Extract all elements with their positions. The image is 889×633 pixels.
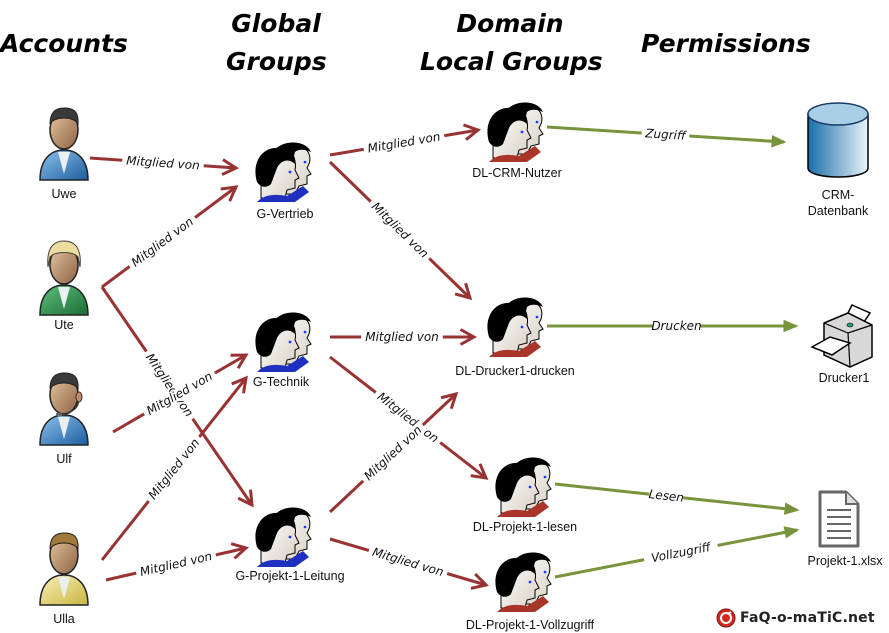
edge-label: Vollzugriff	[650, 540, 713, 565]
edge-label: Mitglied von	[146, 436, 203, 502]
edge-dl-crm-to-crm: Zugriff	[546, 125, 787, 148]
heading-permissions: Permissions	[641, 29, 811, 58]
edge-label: Mitglied von	[139, 549, 214, 579]
database-icon[interactable]	[807, 102, 869, 178]
edge-label: Mitglied von	[371, 545, 446, 579]
printer-icon[interactable]	[810, 304, 873, 368]
edge-label: Lesen	[648, 487, 685, 505]
edge-label: Mitglied von	[129, 214, 196, 269]
edge-label: Mitglied von	[361, 423, 424, 483]
faq-o-matic-logo-icon	[716, 608, 736, 628]
group-label-g-projekt: G-Projekt-1-Leitung	[235, 569, 345, 583]
heading-global-groups-line1: Global	[231, 9, 321, 38]
account-label-uwe: Uwe	[51, 187, 77, 201]
edge-label-background	[359, 420, 427, 486]
group-icon-dl-lesen[interactable]	[495, 457, 552, 517]
edge-label: Mitglied von	[365, 330, 439, 344]
heading-domain-local-groups-line2: Local Groups	[420, 47, 603, 76]
group-icon-g-technik[interactable]	[255, 312, 312, 372]
heading-domain-local-groups: Domain Local Groups	[420, 5, 603, 81]
edge-label-background	[121, 154, 205, 172]
edge-label-background	[367, 544, 449, 580]
edge-label-background	[362, 129, 446, 156]
edge-label-background	[372, 387, 444, 448]
account-label-ulf: Ulf	[56, 452, 72, 466]
resource-label-crm-line2: Datenbank	[807, 204, 869, 218]
edge-label: Mitglied von	[126, 154, 200, 173]
edge-label: Mitglied von	[367, 129, 442, 155]
edge-label-background	[134, 549, 218, 579]
group-label-g-vertrieb: G-Vertrieb	[256, 207, 314, 221]
heading-accounts: Accounts	[0, 29, 128, 58]
edge-uwe-to-g-vertrieb: Mitglied von	[89, 154, 236, 173]
edge-ute-to-g-vertrieb: Mitglied von	[101, 187, 236, 289]
group-label-dl-lesen: DL-Projekt-1-lesen	[472, 520, 578, 534]
edge-label-background	[366, 197, 434, 263]
edge-label-background	[126, 212, 199, 272]
edge-label: Mitglied von	[369, 199, 431, 260]
edge-label-background	[642, 539, 719, 566]
edge-ulf-to-g-technik: Mitglied von	[112, 355, 246, 434]
group-label-dl-voll: DL-Projekt-1-Vollzugriff	[465, 618, 595, 632]
edge-label-background	[361, 331, 443, 343]
user-male-blue-icon[interactable]	[39, 107, 89, 181]
edge-label-background	[141, 348, 198, 423]
resource-label-crm-line1: CRM-	[821, 188, 855, 202]
user-headset-blue-icon[interactable]	[39, 372, 89, 446]
group-label-dl-crm: DL-CRM-Nutzer	[472, 166, 562, 180]
edge-label-background	[143, 433, 205, 505]
document-icon[interactable]	[818, 490, 860, 548]
group-label-dl-drucker: DL-Drucker1-drucken	[455, 364, 575, 378]
account-label-ute: Ute	[54, 318, 74, 332]
resource-label-projekt: Projekt-1.xlsx	[807, 554, 883, 568]
user-yellow-icon[interactable]	[39, 532, 89, 606]
edge-g-technik-to-dl-drucker: Mitglied von	[330, 330, 474, 344]
faq-o-matic-logo[interactable]: FaQ-o-maTiC.net	[716, 608, 875, 628]
resource-label-drucker: Drucker1	[818, 371, 870, 385]
group-icon-g-vertrieb[interactable]	[255, 142, 312, 202]
edge-dl-drucker-to-drucker: Drucken	[547, 319, 799, 333]
edge-label-background	[648, 488, 684, 504]
user-female-green-icon[interactable]	[39, 240, 89, 316]
edge-label: Zugriff	[644, 126, 688, 143]
edge-label-background	[141, 367, 218, 420]
group-icon-dl-drucker[interactable]	[487, 297, 544, 357]
heading-global-groups: Global Groups	[226, 5, 327, 81]
edge-ulla-to-g-technik: Mitglied von	[100, 378, 246, 561]
edge-ulla-to-g-projekt: Mitglied von	[105, 548, 246, 582]
edge-label-background	[652, 320, 701, 332]
nodes-layer	[39, 102, 873, 612]
heading-domain-local-groups-line1: Domain	[456, 9, 564, 38]
edge-g-vertrieb-to-dl-crm: Mitglied von	[329, 129, 478, 157]
edge-g-vertrieb-to-dl-drucker: Mitglied von	[328, 160, 470, 298]
resource-label-crm: CRM- Datenbank	[808, 187, 868, 219]
group-label-g-technik: G-Technik	[252, 375, 310, 389]
edge-g-projekt-to-dl-voll: Mitglied von	[329, 537, 486, 585]
edge-dl-lesen-to-projekt: Lesen	[554, 482, 800, 515]
group-icon-g-projekt[interactable]	[255, 507, 312, 567]
logo-text: FaQ-o-maTiC.net	[740, 610, 875, 626]
edge-label-background	[641, 127, 690, 142]
heading-global-groups-line2: Groups	[226, 47, 327, 76]
edge-label: Drucken	[651, 319, 701, 333]
account-label-ulla: Ulla	[53, 612, 75, 626]
edge-dl-voll-to-projekt: Vollzugriff	[554, 526, 800, 579]
group-icon-dl-crm[interactable]	[487, 102, 544, 162]
group-icon-dl-voll[interactable]	[495, 552, 552, 612]
